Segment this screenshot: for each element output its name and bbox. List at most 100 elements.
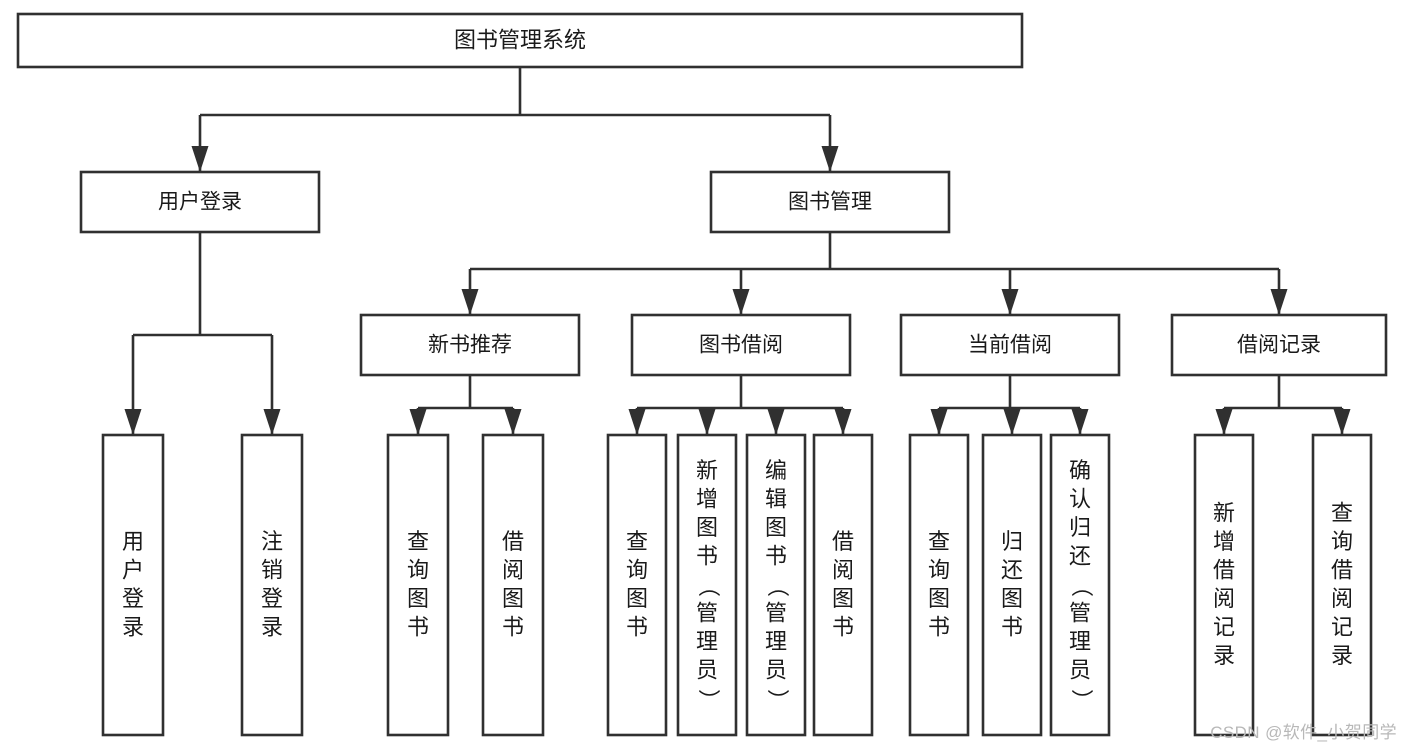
- node-box[interactable]: [16, 12, 1024, 69]
- node-book-manage[interactable]: 图书管理: [709, 170, 951, 234]
- node-box[interactable]: [981, 433, 1043, 737]
- node-label-char: 登: [122, 586, 144, 611]
- node-box[interactable]: [908, 433, 970, 737]
- node-layer: 图书管理系统用户登录图书管理新书推荐图书借阅当前借阅借阅记录用户登录注销登录查询…: [16, 12, 1388, 737]
- node-label-char: 归: [1069, 515, 1091, 540]
- node-label-char: 图: [928, 586, 950, 611]
- node-box[interactable]: [1193, 433, 1255, 737]
- arrow-head-icon: [1333, 409, 1351, 435]
- node-borrow-record[interactable]: 借阅记录: [1170, 313, 1388, 377]
- node-box[interactable]: [812, 433, 874, 737]
- edge-group-book-manage: [461, 232, 1288, 315]
- node-box[interactable]: [745, 433, 807, 737]
- node-label-char: 管: [765, 600, 787, 625]
- node-label-char: 查: [626, 529, 648, 554]
- node-label-char: 登: [261, 586, 283, 611]
- node-label-char: 录: [261, 615, 283, 640]
- node-label-char: 书: [502, 615, 524, 640]
- arrow-head-icon: [504, 409, 522, 435]
- node-label-char: 书: [696, 543, 718, 568]
- node-label-char: 询: [407, 558, 429, 583]
- node-label-char: 管: [696, 600, 718, 625]
- node-label-char: 新: [1213, 501, 1235, 526]
- node-box[interactable]: [386, 433, 450, 737]
- node-user-login[interactable]: 用户登录: [79, 170, 321, 234]
- edge-group-book-borrow: [628, 375, 852, 435]
- node-label-char: 阅: [1213, 586, 1235, 611]
- arrow-head-icon: [628, 409, 646, 435]
- node-label-char: 图: [1001, 586, 1023, 611]
- node-leaf-user-login[interactable]: 用户登录: [101, 433, 165, 737]
- node-label-char: （: [1069, 575, 1094, 597]
- node-box[interactable]: [240, 433, 304, 737]
- node-box[interactable]: [1311, 433, 1373, 737]
- node-label-char: 管: [1069, 600, 1091, 625]
- node-label-char: 借: [1331, 558, 1353, 583]
- node-label-char: 书: [407, 615, 429, 640]
- node-box[interactable]: [79, 170, 321, 234]
- node-current-borrow[interactable]: 当前借阅: [899, 313, 1121, 377]
- node-label-char: 阅: [1331, 586, 1353, 611]
- node-label: 图书管理: [788, 191, 872, 214]
- node-label-char: 录: [1331, 643, 1353, 668]
- arrow-head-icon: [821, 146, 839, 172]
- node-box[interactable]: [630, 313, 852, 377]
- node-label: 用户登录: [158, 191, 242, 214]
- node-label-char: 询: [1331, 529, 1353, 554]
- node-label-char: 理: [1069, 629, 1091, 654]
- arrow-head-icon: [191, 146, 209, 172]
- node-root[interactable]: 图书管理系统: [16, 12, 1024, 69]
- node-label-char: 辑: [765, 486, 787, 511]
- node-label-vertical: 用户登录: [122, 529, 144, 640]
- arrow-head-icon: [409, 409, 427, 435]
- node-label-char: 记: [1331, 615, 1353, 640]
- node-label-char: 借: [502, 529, 524, 554]
- node-box[interactable]: [1049, 433, 1111, 737]
- node-label-char: 借: [1213, 558, 1235, 583]
- edge-group-new-book-rec: [409, 375, 522, 435]
- node-label-char: 理: [696, 629, 718, 654]
- node-new-book-rec[interactable]: 新书推荐: [359, 313, 581, 377]
- node-label-char: 图: [626, 586, 648, 611]
- node-box[interactable]: [709, 170, 951, 234]
- node-label-char: 询: [626, 558, 648, 583]
- node-box[interactable]: [676, 433, 738, 737]
- node-label-char: 员: [765, 657, 787, 682]
- arrow-head-icon: [698, 409, 716, 435]
- node-box[interactable]: [899, 313, 1121, 377]
- node-label-char: 录: [1213, 643, 1235, 668]
- node-book-borrow[interactable]: 图书借阅: [630, 313, 852, 377]
- node-box[interactable]: [481, 433, 545, 737]
- node-box[interactable]: [359, 313, 581, 377]
- edge-group-current-borrow: [930, 375, 1089, 435]
- arrow-head-icon: [930, 409, 948, 435]
- node-box[interactable]: [101, 433, 165, 737]
- node-box[interactable]: [1170, 313, 1388, 377]
- node-label-char: 新: [696, 458, 718, 483]
- node-label-char: 还: [1001, 558, 1023, 583]
- node-label-char: 阅: [832, 558, 854, 583]
- node-box[interactable]: [606, 433, 668, 737]
- node-label-char: 书: [832, 615, 854, 640]
- node-label-char: 图: [765, 515, 787, 540]
- node-label-char: 图: [502, 586, 524, 611]
